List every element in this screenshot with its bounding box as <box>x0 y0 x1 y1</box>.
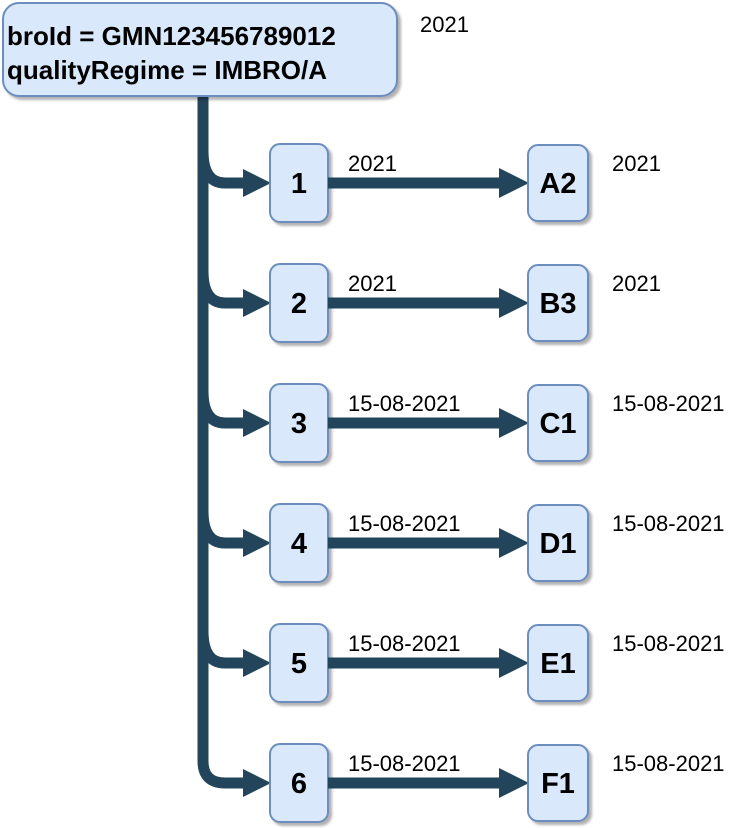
edge-arrowhead-icon <box>499 288 529 318</box>
source-node-label: 4 <box>291 528 307 560</box>
edge-arrowhead-icon <box>499 408 529 438</box>
branch-connector <box>197 270 243 309</box>
branch-arrowhead-icon <box>243 289 271 317</box>
root-node-line2: qualityRegime = IMBRO/A <box>7 55 327 85</box>
edge-label: 15-08-2021 <box>348 511 461 536</box>
edge-label: 2021 <box>348 271 397 296</box>
target-date-label: 15-08-2021 <box>612 751 725 776</box>
target-node-label: A2 <box>539 168 576 200</box>
target-node-box <box>527 264 589 342</box>
branch-connector <box>197 630 243 669</box>
branch-arrowhead-icon <box>243 769 271 797</box>
target-node-label: E1 <box>540 648 575 680</box>
edge-label: 15-08-2021 <box>348 631 461 656</box>
branch-connector <box>197 390 243 429</box>
target-date-label: 15-08-2021 <box>612 391 725 416</box>
target-node-box <box>527 384 589 462</box>
source-node-label: 5 <box>291 648 307 680</box>
root-node: broId = GMN123456789012 qualityRegime = … <box>2 2 469 97</box>
edge-label: 15-08-2021 <box>348 751 461 776</box>
branch-row: 5 15-08-2021 E1 15-08-2021 <box>197 623 725 703</box>
edge-arrowhead-icon <box>499 648 529 678</box>
edge-arrowhead-icon <box>499 768 529 798</box>
edge-arrowhead-icon <box>499 528 529 558</box>
branch-connector <box>197 150 243 189</box>
target-date-label: 2021 <box>612 271 661 296</box>
root-year-label: 2021 <box>420 12 469 37</box>
source-node-label: 1 <box>291 168 307 200</box>
edge-arrowhead-icon <box>499 168 529 198</box>
branch-row: 1 2021 A2 2021 <box>197 143 661 223</box>
target-node-box <box>527 144 589 222</box>
branch-row: 6 15-08-2021 F1 15-08-2021 <box>243 743 725 823</box>
target-node-box <box>527 504 589 582</box>
branch-row: 2 2021 B3 2021 <box>197 263 661 343</box>
target-node-label: B3 <box>539 288 576 320</box>
target-node-box <box>527 624 589 702</box>
target-date-label: 2021 <box>612 151 661 176</box>
edge-label: 2021 <box>348 151 397 176</box>
branch-arrowhead-icon <box>243 169 271 197</box>
source-node-label: 2 <box>291 288 307 320</box>
target-node-label: D1 <box>539 528 576 560</box>
root-node-line1: broId = GMN123456789012 <box>7 21 336 51</box>
branch-row: 4 15-08-2021 D1 15-08-2021 <box>197 503 725 583</box>
branch-arrowhead-icon <box>243 529 271 557</box>
branch-connector <box>197 510 243 549</box>
edge-label: 15-08-2021 <box>348 391 461 416</box>
trunk-connector <box>197 94 243 789</box>
root-node-box <box>2 2 398 97</box>
branch-arrowhead-icon <box>243 649 271 677</box>
branch-arrowhead-icon <box>243 409 271 437</box>
source-node-label: 3 <box>291 408 307 440</box>
target-node-label: F1 <box>541 768 575 800</box>
source-node-label: 6 <box>291 768 307 800</box>
target-date-label: 15-08-2021 <box>612 631 725 656</box>
target-node-label: C1 <box>539 408 576 440</box>
target-date-label: 15-08-2021 <box>612 511 725 536</box>
branch-row: 3 15-08-2021 C1 15-08-2021 <box>197 383 725 463</box>
target-node-box <box>527 744 589 822</box>
